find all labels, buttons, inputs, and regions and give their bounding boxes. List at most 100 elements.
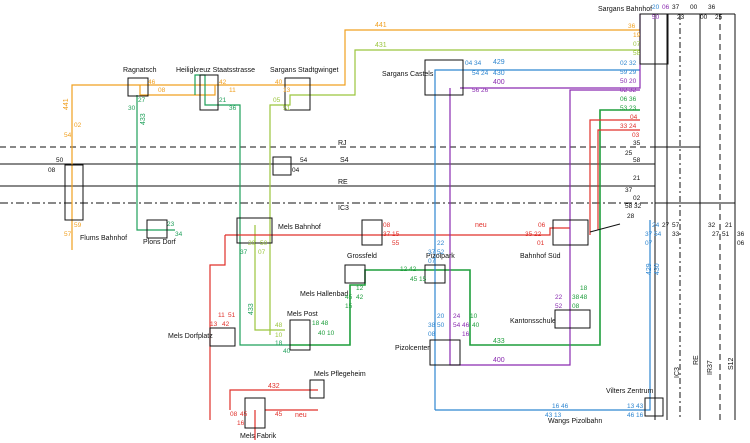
time: 08 <box>383 222 391 229</box>
time: 32 <box>708 222 716 229</box>
time: 51 <box>228 312 236 319</box>
time: 19 <box>633 32 641 39</box>
rail-label-rj: RJ <box>338 140 347 147</box>
time: 27 <box>712 231 720 238</box>
line-431-path-b <box>254 225 285 331</box>
time: 24 <box>453 313 461 320</box>
time: 59 <box>74 222 82 229</box>
time: 58 <box>633 157 641 164</box>
time: 18 <box>580 285 588 292</box>
stop-label-mels-dorfplatz: Mels Dorfplatz <box>168 333 213 340</box>
time: 50 20 <box>620 78 637 85</box>
time: 51 <box>722 231 730 238</box>
stop-label-pizolpark: Pizolpark <box>426 253 455 260</box>
line-433-green <box>290 109 640 346</box>
time: 27 <box>662 222 670 229</box>
time: 15 <box>345 303 353 310</box>
time: 43 13 <box>545 412 562 419</box>
time: 36 <box>737 231 745 238</box>
stop-boxes <box>64 13 669 429</box>
rail-label-s4: S4 <box>340 157 349 164</box>
time: 27 <box>138 97 146 104</box>
time: 54 <box>654 231 662 238</box>
time: 53 23 <box>620 105 637 112</box>
time: 12 42 <box>400 266 417 273</box>
time: 06 36 <box>620 96 637 103</box>
rail-lines <box>0 13 736 420</box>
time: 37 <box>428 249 436 256</box>
time: 12 <box>356 285 364 292</box>
time: 37 <box>645 231 653 238</box>
time: 37 15 <box>383 231 400 238</box>
line-433-path <box>136 95 175 231</box>
time: 46 <box>148 79 156 86</box>
time: 06 <box>737 240 745 247</box>
stop-label-plons: Plons Dorf <box>143 239 176 246</box>
stop-label-flums: Flums Bahnhof <box>80 235 127 242</box>
stop-box-stadtgwinget <box>284 77 311 111</box>
time: 54 <box>64 132 72 139</box>
time: 36 <box>628 23 636 30</box>
time: 50 <box>652 14 660 21</box>
time: 50 <box>260 240 268 247</box>
route-labels: 441 431 441 433 433 429 430 400 433 400 … <box>63 22 661 419</box>
time: 16 46 <box>552 403 569 410</box>
stop-box-heiligkreuz <box>199 74 219 111</box>
stop-box-vilters-zentrum <box>644 397 664 417</box>
stop-label-mels-hallenbad: Mels Hallenbad <box>300 291 348 298</box>
stop-box-mels-hallenbad <box>344 264 366 284</box>
rail-label-re: RE <box>338 179 348 186</box>
line-431-path <box>269 49 640 335</box>
time: 50 <box>56 157 64 164</box>
route-label-433-left: 433 <box>140 113 147 125</box>
time: 59 29 <box>620 69 637 76</box>
time: 08 <box>158 87 166 94</box>
time: 16 <box>462 331 470 338</box>
line-blue <box>434 69 651 411</box>
time: 22 <box>555 294 563 301</box>
time: 10 <box>275 332 283 339</box>
time: 01 <box>537 240 545 247</box>
time: 40 10 <box>318 330 335 337</box>
time: 33 <box>672 231 680 238</box>
time: 03 <box>632 132 640 139</box>
line-441-path <box>71 29 640 250</box>
line-red-path-5 <box>597 129 640 230</box>
time: 45 <box>275 411 283 418</box>
stop-box-grossfeld <box>361 219 383 246</box>
time: 28 <box>627 213 635 220</box>
time: 51 <box>283 105 291 112</box>
time: 25 <box>715 14 723 21</box>
line-red-path-6 <box>589 119 640 235</box>
time: 02 32 <box>620 87 637 94</box>
time: 00 <box>700 14 708 21</box>
stop-box-kantonsschule <box>554 309 591 329</box>
time: 13 <box>210 321 218 328</box>
time: 56 26 <box>472 87 489 94</box>
line-433-green-path <box>290 109 640 346</box>
time: 02 <box>633 195 641 202</box>
rail-label-col-ic3: IC3 <box>674 367 681 378</box>
time: 52 <box>437 249 445 256</box>
stop-box-ragnatsch <box>127 77 149 97</box>
time: 23 <box>677 14 685 21</box>
stop-label-heiligkreuz: Heiligkreuz Staatsstrasse <box>176 67 255 74</box>
stop-label-mels-fabrik: Mels Fabrik <box>240 433 277 440</box>
time: 20 <box>652 4 660 11</box>
line-red <box>209 119 640 440</box>
route-label-433-mid: 433 <box>248 303 255 315</box>
time: 57 <box>64 231 72 238</box>
time: 37 <box>240 249 248 256</box>
rail-label-ic3: IC3 <box>338 205 349 212</box>
time: 04 <box>630 114 638 121</box>
time: 45 <box>345 294 353 301</box>
time: 08 <box>428 331 436 338</box>
time: 46 <box>462 322 470 329</box>
stop-box-pizolcenter <box>429 339 461 366</box>
time: 30 <box>128 105 136 112</box>
time: 16 <box>237 420 245 427</box>
time: 42 <box>222 321 230 328</box>
time: 08 <box>230 411 238 418</box>
rail-labels: RJ S4 RE IC3 IC3 RE IR37 S12 <box>338 140 735 378</box>
